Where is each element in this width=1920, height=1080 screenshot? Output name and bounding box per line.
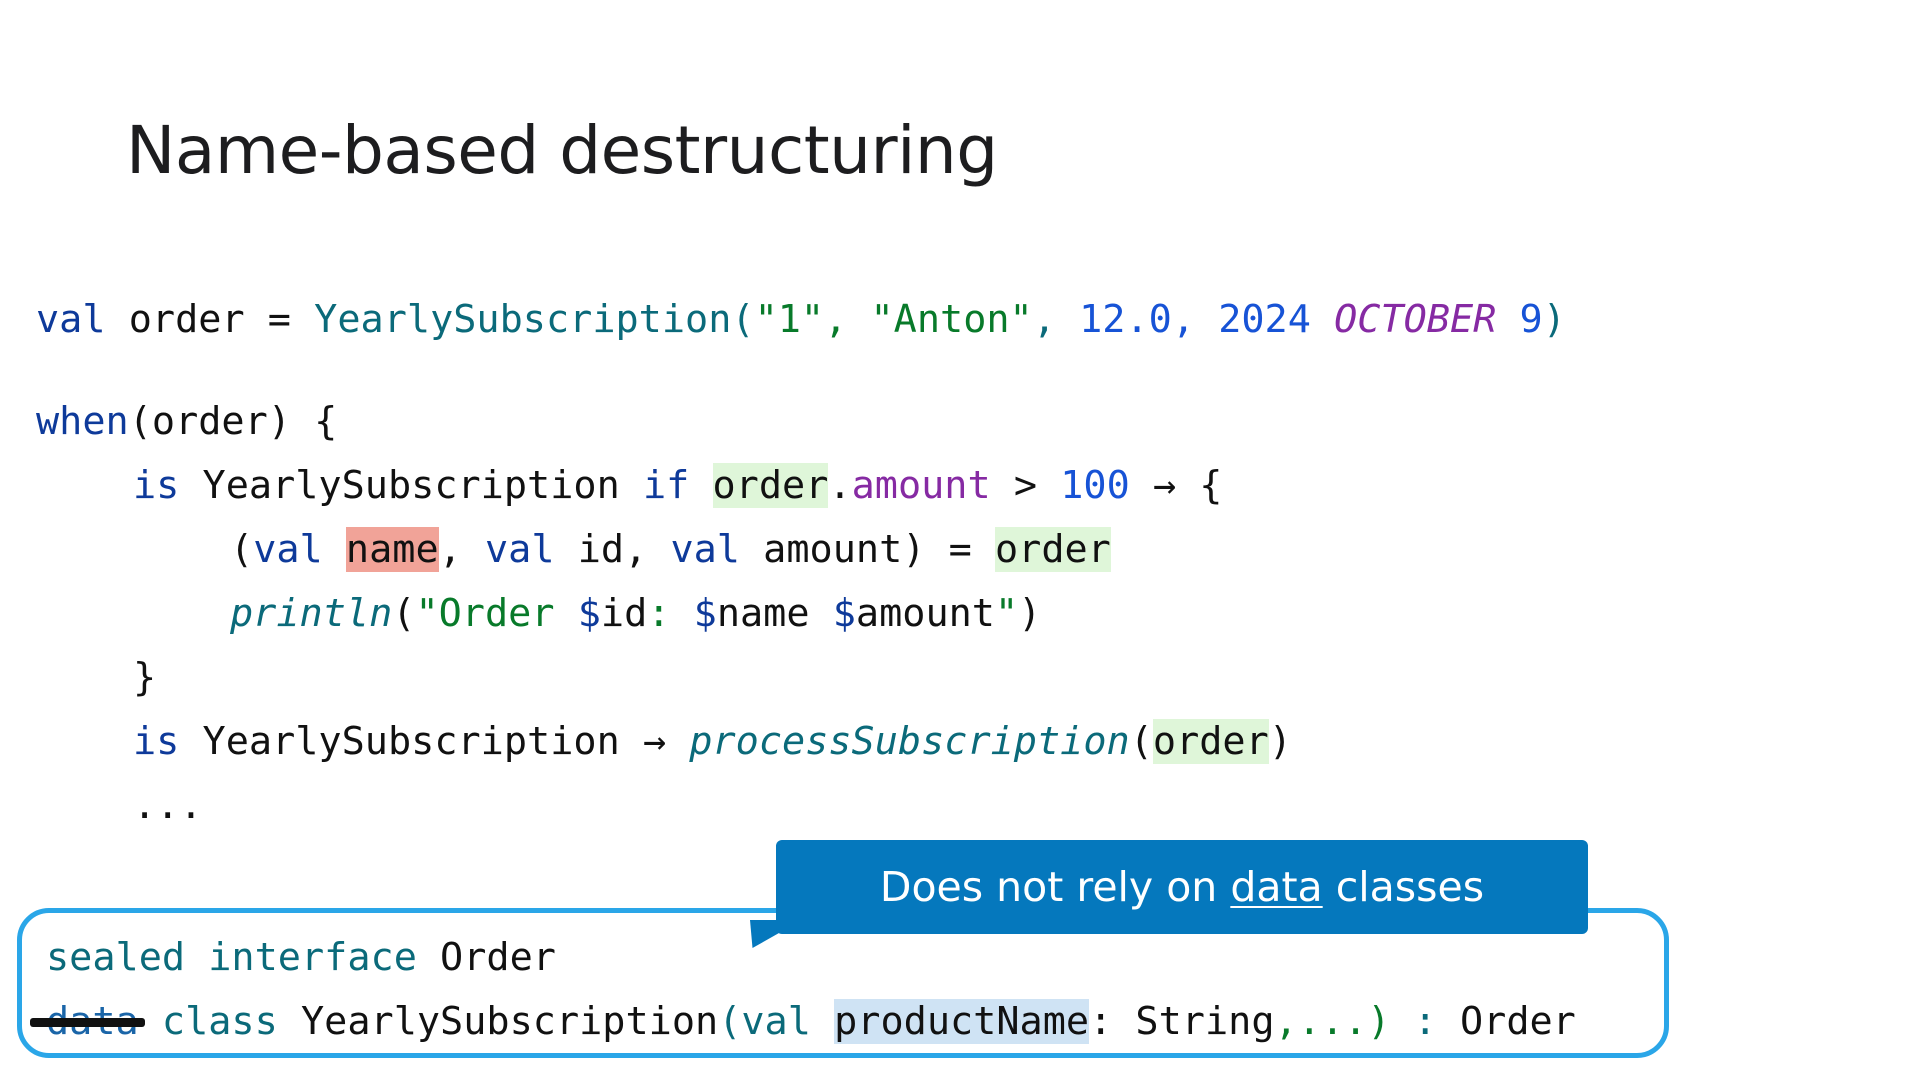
keyword-interface: interface <box>185 935 417 980</box>
code-text: id, <box>554 527 671 572</box>
keyword-sealed: sealed <box>46 935 186 980</box>
type-order: Order <box>1459 999 1576 1044</box>
code-line-when: when(order) { <box>36 390 337 454</box>
highlight-name: name <box>345 527 439 572</box>
code-line-order-declaration: val order = YearlySubscription("1", "Ant… <box>36 288 1566 352</box>
highlight-order: order <box>712 463 829 508</box>
code-text <box>689 463 712 508</box>
code-line-is-if: is YearlySubscription if order.amount > … <box>133 454 1222 518</box>
struck-data-keyword: data <box>46 999 139 1044</box>
template-var: amount <box>855 591 995 636</box>
code-text: ,...) <box>1274 999 1391 1044</box>
code-separator: , <box>1032 297 1080 342</box>
class-name: YearlySubscription <box>277 999 719 1044</box>
keyword-is: is <box>133 719 180 764</box>
code-paren: ( <box>230 527 254 572</box>
callout-bubble: Does not rely on data classes <box>776 840 1588 934</box>
code-text: (val <box>718 999 835 1044</box>
code-paren: ) <box>1542 297 1566 342</box>
constructor-call: YearlySubscription( <box>314 297 755 342</box>
slide-title: Name-based destructuring <box>126 112 998 189</box>
code-line-close-brace: } <box>133 646 156 710</box>
template-dollar: $ <box>832 591 856 636</box>
keyword-val: val <box>253 527 323 572</box>
callout-text-after: classes <box>1322 863 1485 911</box>
code-brace: } <box>133 655 157 700</box>
code-separator: , <box>824 297 871 342</box>
code-text: YearlySubscription <box>179 463 643 508</box>
template-dollar: $ <box>577 591 601 636</box>
keyword-val: val <box>485 527 555 572</box>
code-text: amount) = <box>740 527 995 572</box>
code-ellipsis: ... <box>133 783 203 828</box>
code-line-println: println("Order $id: $name $amount") <box>230 582 1041 646</box>
highlight-productName: productName <box>834 999 1090 1044</box>
string-literal: "1" <box>754 297 825 342</box>
code-arrow: → { <box>1129 463 1223 508</box>
template-var: id <box>600 591 648 636</box>
code-separator: , <box>438 527 485 572</box>
highlight-order: order <box>1152 719 1269 764</box>
number-literal: 9 <box>1496 297 1543 342</box>
code-separator: , <box>1171 297 1219 342</box>
code-line-destructuring: (val name, val id, val amount) = order <box>230 518 1111 582</box>
code-line-is-process: is YearlySubscription → processSubscript… <box>133 710 1292 774</box>
code-paren: ) <box>1268 719 1292 764</box>
keyword-val: val <box>670 527 740 572</box>
code-paren: ) <box>1018 591 1042 636</box>
property-amount: amount <box>851 463 991 508</box>
string-literal: "Order <box>415 591 578 636</box>
code-operator: > <box>990 463 1061 508</box>
type-order: Order <box>416 935 556 980</box>
code-line-data-class: data class YearlySubscription(val produc… <box>46 990 1576 1054</box>
code-line-sealed-interface: sealed interface Order <box>46 926 556 990</box>
string-literal: : <box>647 591 694 636</box>
string-literal <box>810 591 833 636</box>
function-processSubscription: processSubscription <box>689 719 1130 764</box>
keyword-val: val <box>36 297 106 342</box>
code-paren: ( <box>392 591 416 636</box>
callout-text: Does not rely on data classes <box>880 863 1484 911</box>
keyword-is: is <box>133 463 180 508</box>
code-line-ellipsis: ... <box>133 774 203 838</box>
template-var: name <box>716 591 810 636</box>
keyword-when: when <box>36 399 129 444</box>
code-text: YearlySubscription → <box>179 719 690 764</box>
callout-underlined-word: data <box>1230 863 1323 911</box>
code-colon: : <box>1390 999 1460 1044</box>
string-literal: " <box>994 591 1019 636</box>
code-dot: . <box>828 463 852 508</box>
keyword-class: class <box>138 999 278 1044</box>
callout-text-before: Does not rely on <box>879 863 1231 911</box>
number-literal: 12.0 <box>1079 297 1172 342</box>
number-literal: 2024 <box>1218 297 1311 342</box>
code-text: (order) { <box>128 399 338 444</box>
code-text: : String <box>1089 999 1275 1044</box>
highlight-order: order <box>994 527 1111 572</box>
number-literal: 100 <box>1060 463 1130 508</box>
infix-property: OCTOBER <box>1310 297 1497 342</box>
string-literal: "Anton" <box>870 297 1033 342</box>
code-text: order = <box>105 297 315 342</box>
function-println: println <box>230 591 393 636</box>
code-text <box>323 527 346 572</box>
code-paren: ( <box>1129 719 1153 764</box>
template-dollar: $ <box>693 591 717 636</box>
keyword-if: if <box>642 463 690 508</box>
